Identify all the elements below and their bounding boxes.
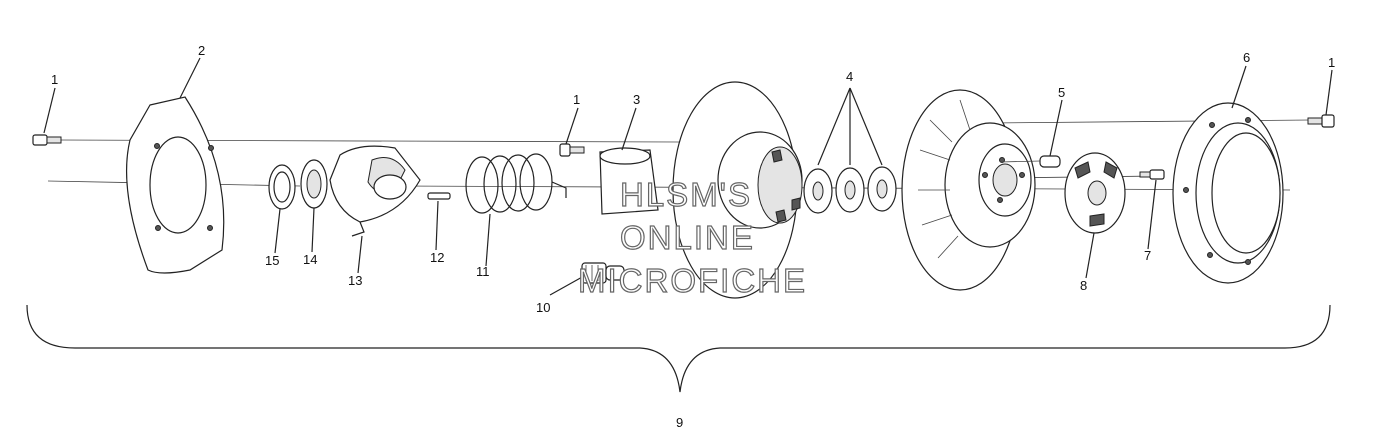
assembly-brace: [26, 304, 1331, 393]
callout-10: 10: [536, 300, 550, 315]
watermark-line-1: HLSM'S: [620, 176, 752, 213]
spring-part: [465, 153, 567, 214]
callout-1-mid: 1: [573, 92, 580, 107]
callout-8: 8: [1080, 278, 1087, 293]
callout-9: 9: [676, 415, 683, 430]
moveable-sheave-part: [672, 81, 803, 299]
watermark-line-2: ONLINE: [620, 219, 755, 256]
pin-part: [427, 192, 451, 200]
callout-7: 7: [1144, 248, 1151, 263]
callout-5: 5: [1058, 85, 1065, 100]
callout-11: 11: [476, 264, 490, 279]
callout-4: 4: [846, 69, 853, 84]
stationary-sheave-part: [901, 89, 1036, 291]
cover-plate-part: [1172, 102, 1284, 284]
snap-ring-part: [268, 164, 296, 210]
cam-part: [329, 145, 421, 237]
callout-6: 6: [1243, 50, 1250, 65]
callout-3: 3: [633, 92, 640, 107]
bolt-mid-part: [559, 143, 585, 157]
roller-pin-part: [999, 155, 1061, 168]
bolt-right-part: [1307, 114, 1335, 128]
watermark: HLSM'S ONLINE MICROFICHE: [577, 175, 807, 299]
callouts: 1 2 1 3 4 5 6 1 15 14 13 12 11 10 8 7 9: [51, 43, 1335, 430]
fitting-part: [581, 262, 625, 284]
callout-13: 13: [348, 273, 362, 288]
callout-1-left: 1: [51, 72, 58, 87]
spider-plate-part: [1064, 152, 1126, 234]
callout-1-right: 1: [1328, 55, 1335, 70]
callout-15: 15: [265, 253, 279, 268]
screw-part: [1139, 169, 1165, 180]
leader-lines: [43, 57, 1333, 296]
watermark-line-3: MICROFICHE: [578, 262, 807, 299]
flange-plate-part: [126, 96, 225, 274]
bushing-part: [599, 147, 659, 215]
bolt-left-part: [32, 134, 62, 146]
callout-12: 12: [430, 250, 444, 265]
callout-2: 2: [198, 43, 205, 58]
callout-14: 14: [303, 252, 317, 267]
shim-washers-part: [803, 87, 897, 214]
washer-part: [300, 159, 328, 209]
